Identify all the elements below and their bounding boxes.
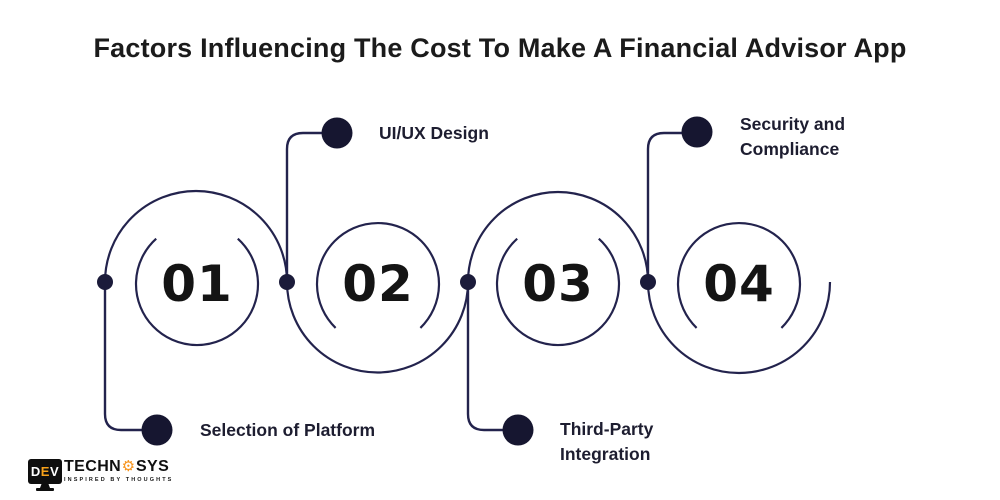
step-label-selection-of-platform: Selection of Platform [200,420,376,440]
step-04-inner-circle [676,222,802,329]
step-03-inner-circle [495,237,621,347]
step-number-03: 03 [522,255,594,313]
label-dot-thirdparty [502,414,534,446]
step-01-inner-circle [134,237,260,347]
junction-dot-3 [460,274,476,290]
connector-step-02 [285,131,322,282]
label-dot-security [681,116,713,148]
logo-letter-e: E [40,464,50,479]
step-label-uiux-design: UI/UX Design [379,123,489,143]
logo-name-left: TECHN [64,458,122,475]
junction-dot-2 [279,274,295,290]
step-number-02: 02 [342,255,414,313]
step-label-third-party-integration: Third-Party Integration [560,419,654,464]
label-dot-uiux [321,117,353,149]
logo-tagline: INSPIRED BY THOUGHTS [64,477,174,483]
logo-letter-d: D [30,464,41,479]
junction-dot-4 [640,274,656,290]
step-02-inner-circle [315,222,441,329]
step-number-01: 01 [161,255,233,313]
step-label-security-and-compliance: Security and Compliance [740,114,846,159]
gear-icon: ⚙ [121,458,136,475]
monitor-base [36,488,54,491]
connector-step-03 [466,282,503,432]
step-number-04: 04 [703,255,775,313]
label-dot-selection [141,414,173,446]
logo-company-name: TECHN⚙SYS [64,459,173,475]
connector-step-04 [646,131,682,282]
monitor-stand [40,484,50,488]
logo-text-block: TECHN⚙SYS INSPIRED BY THOUGHTS [64,459,174,484]
page-title: Factors Influencing The Cost To Make A F… [93,33,907,63]
connector-step-01 [103,282,142,432]
logo-letter-v: V [49,464,60,479]
junction-dot-1 [97,274,113,290]
logo-name-right: SYS [135,458,170,475]
